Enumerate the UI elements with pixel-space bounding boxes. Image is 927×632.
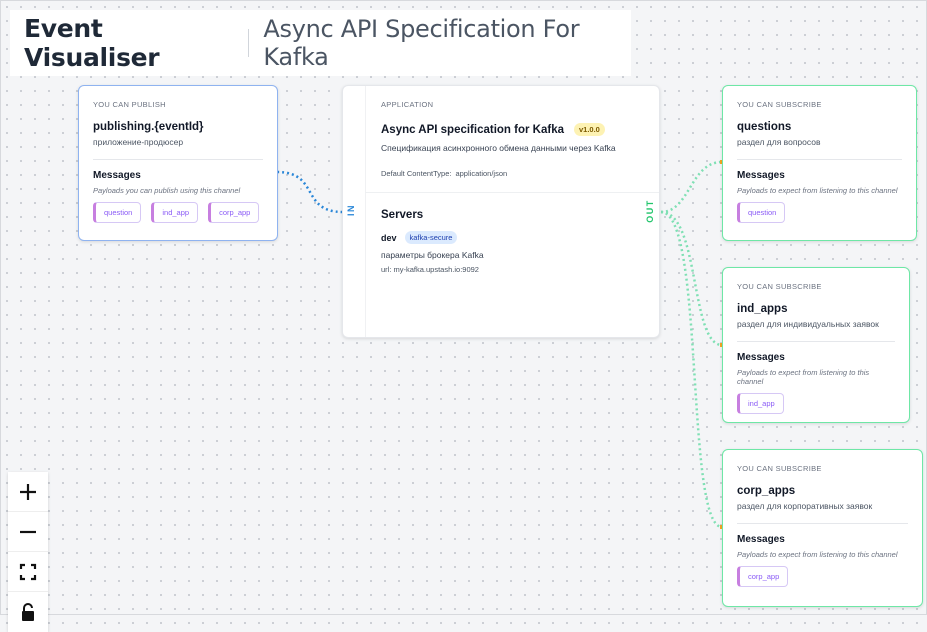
divider bbox=[737, 159, 902, 160]
subscribe-kicker: YOU CAN SUBSCRIBE bbox=[737, 282, 822, 291]
server-url: url: my-kafka.upstash.io:9092 bbox=[381, 265, 479, 274]
edge-app-to-questions bbox=[660, 160, 723, 214]
title-box: Event Visualiser Async API Specification… bbox=[10, 10, 631, 76]
message-tag-question[interactable]: question bbox=[737, 202, 786, 223]
subscribe-channel-card-ind-apps[interactable]: YOU CAN SUBSCRIBE ind_apps раздел для ин… bbox=[722, 267, 910, 423]
servers-title: Servers bbox=[381, 209, 424, 221]
subscribe-channel-description: раздел для вопросов bbox=[737, 137, 821, 147]
content-type-label: Default ContentType: bbox=[381, 169, 452, 178]
title-separator bbox=[248, 29, 250, 57]
edge-app-to-corp-apps bbox=[660, 210, 723, 529]
content-type-value: application/json bbox=[455, 169, 508, 178]
server-name: dev bbox=[381, 232, 397, 243]
server-description: параметры брокера Kafka bbox=[381, 250, 484, 260]
subscribe-channel-description: раздел для индивидуальных заявок bbox=[737, 319, 879, 329]
fit-view-button[interactable] bbox=[8, 552, 48, 592]
publish-channel-name: publishing.{eventId} bbox=[93, 121, 204, 133]
subscribe-kicker: YOU CAN SUBSCRIBE bbox=[737, 100, 822, 109]
messages-title: Messages bbox=[737, 534, 785, 545]
messages-hint: Payloads to expect from listening to thi… bbox=[737, 368, 870, 386]
zoom-out-button[interactable] bbox=[8, 512, 48, 552]
message-tag-question[interactable]: question bbox=[93, 202, 142, 223]
lock-button[interactable] bbox=[8, 592, 48, 632]
divider bbox=[93, 159, 263, 160]
canvas-controls bbox=[8, 472, 48, 632]
subscribe-channel-name: questions bbox=[737, 121, 792, 133]
application-title: Async API specification for Kafka bbox=[381, 123, 564, 136]
subscribe-kicker: YOU CAN SUBSCRIBE bbox=[737, 464, 822, 473]
publish-channel-description: приложение-продюсер bbox=[93, 137, 184, 147]
page-subtitle: Async API Specification For Kafka bbox=[263, 15, 580, 71]
content-type: Default ContentType:application/json bbox=[381, 169, 645, 178]
messages-hint: Payloads to expect from listening to thi… bbox=[737, 550, 898, 559]
page-title: Event Visualiser bbox=[24, 14, 160, 72]
port-in-label: IN bbox=[346, 204, 356, 216]
messages-hint: Payloads you can publish using this chan… bbox=[93, 186, 241, 195]
lock-icon bbox=[22, 603, 34, 621]
port-out-label: OUT bbox=[644, 199, 655, 223]
zoom-in-icon bbox=[20, 483, 36, 500]
subscribe-channel-description: раздел для корпоративных заявок bbox=[737, 501, 873, 511]
version-badge: v1.0.0 bbox=[574, 123, 605, 136]
subscribe-channel-name: corp_apps bbox=[737, 485, 796, 497]
subscribe-channel-card-corp-apps[interactable]: YOU CAN SUBSCRIBE corp_apps раздел для к… bbox=[722, 449, 923, 607]
messages-title: Messages bbox=[93, 170, 141, 181]
messages-title: Messages bbox=[737, 170, 785, 181]
fit-view-icon bbox=[19, 563, 37, 580]
edge-publish-to-app bbox=[276, 170, 344, 214]
publish-kicker: YOU CAN PUBLISH bbox=[93, 100, 166, 109]
messages-hint: Payloads to expect from listening to thi… bbox=[737, 186, 898, 195]
message-tag-ind-app[interactable]: ind_app bbox=[737, 393, 784, 414]
message-tag-ind-app[interactable]: ind_app bbox=[151, 202, 199, 223]
zoom-in-button[interactable] bbox=[8, 472, 48, 512]
divider bbox=[737, 523, 908, 524]
application-description: Спецификация асинхронного обмена данными… bbox=[381, 143, 616, 153]
messages-title: Messages bbox=[737, 352, 785, 363]
server-protocol-badge: kafka-secure bbox=[404, 231, 458, 244]
message-tag-corp-app[interactable]: corp_app bbox=[208, 202, 260, 223]
divider bbox=[365, 192, 659, 193]
input-port-rail bbox=[343, 86, 366, 337]
application-card[interactable]: APPLICATION Async API specification for … bbox=[342, 85, 660, 338]
application-kicker: APPLICATION bbox=[381, 100, 434, 109]
subscribe-channel-name: ind_apps bbox=[737, 303, 788, 315]
message-tag-corp-app[interactable]: corp_app bbox=[737, 566, 789, 587]
subscribe-channel-card-questions[interactable]: YOU CAN SUBSCRIBE questions раздел для в… bbox=[722, 85, 917, 241]
publish-channel-card[interactable]: YOU CAN PUBLISH publishing.{eventId} при… bbox=[78, 85, 278, 241]
zoom-out-icon bbox=[20, 530, 36, 533]
divider bbox=[737, 341, 895, 342]
